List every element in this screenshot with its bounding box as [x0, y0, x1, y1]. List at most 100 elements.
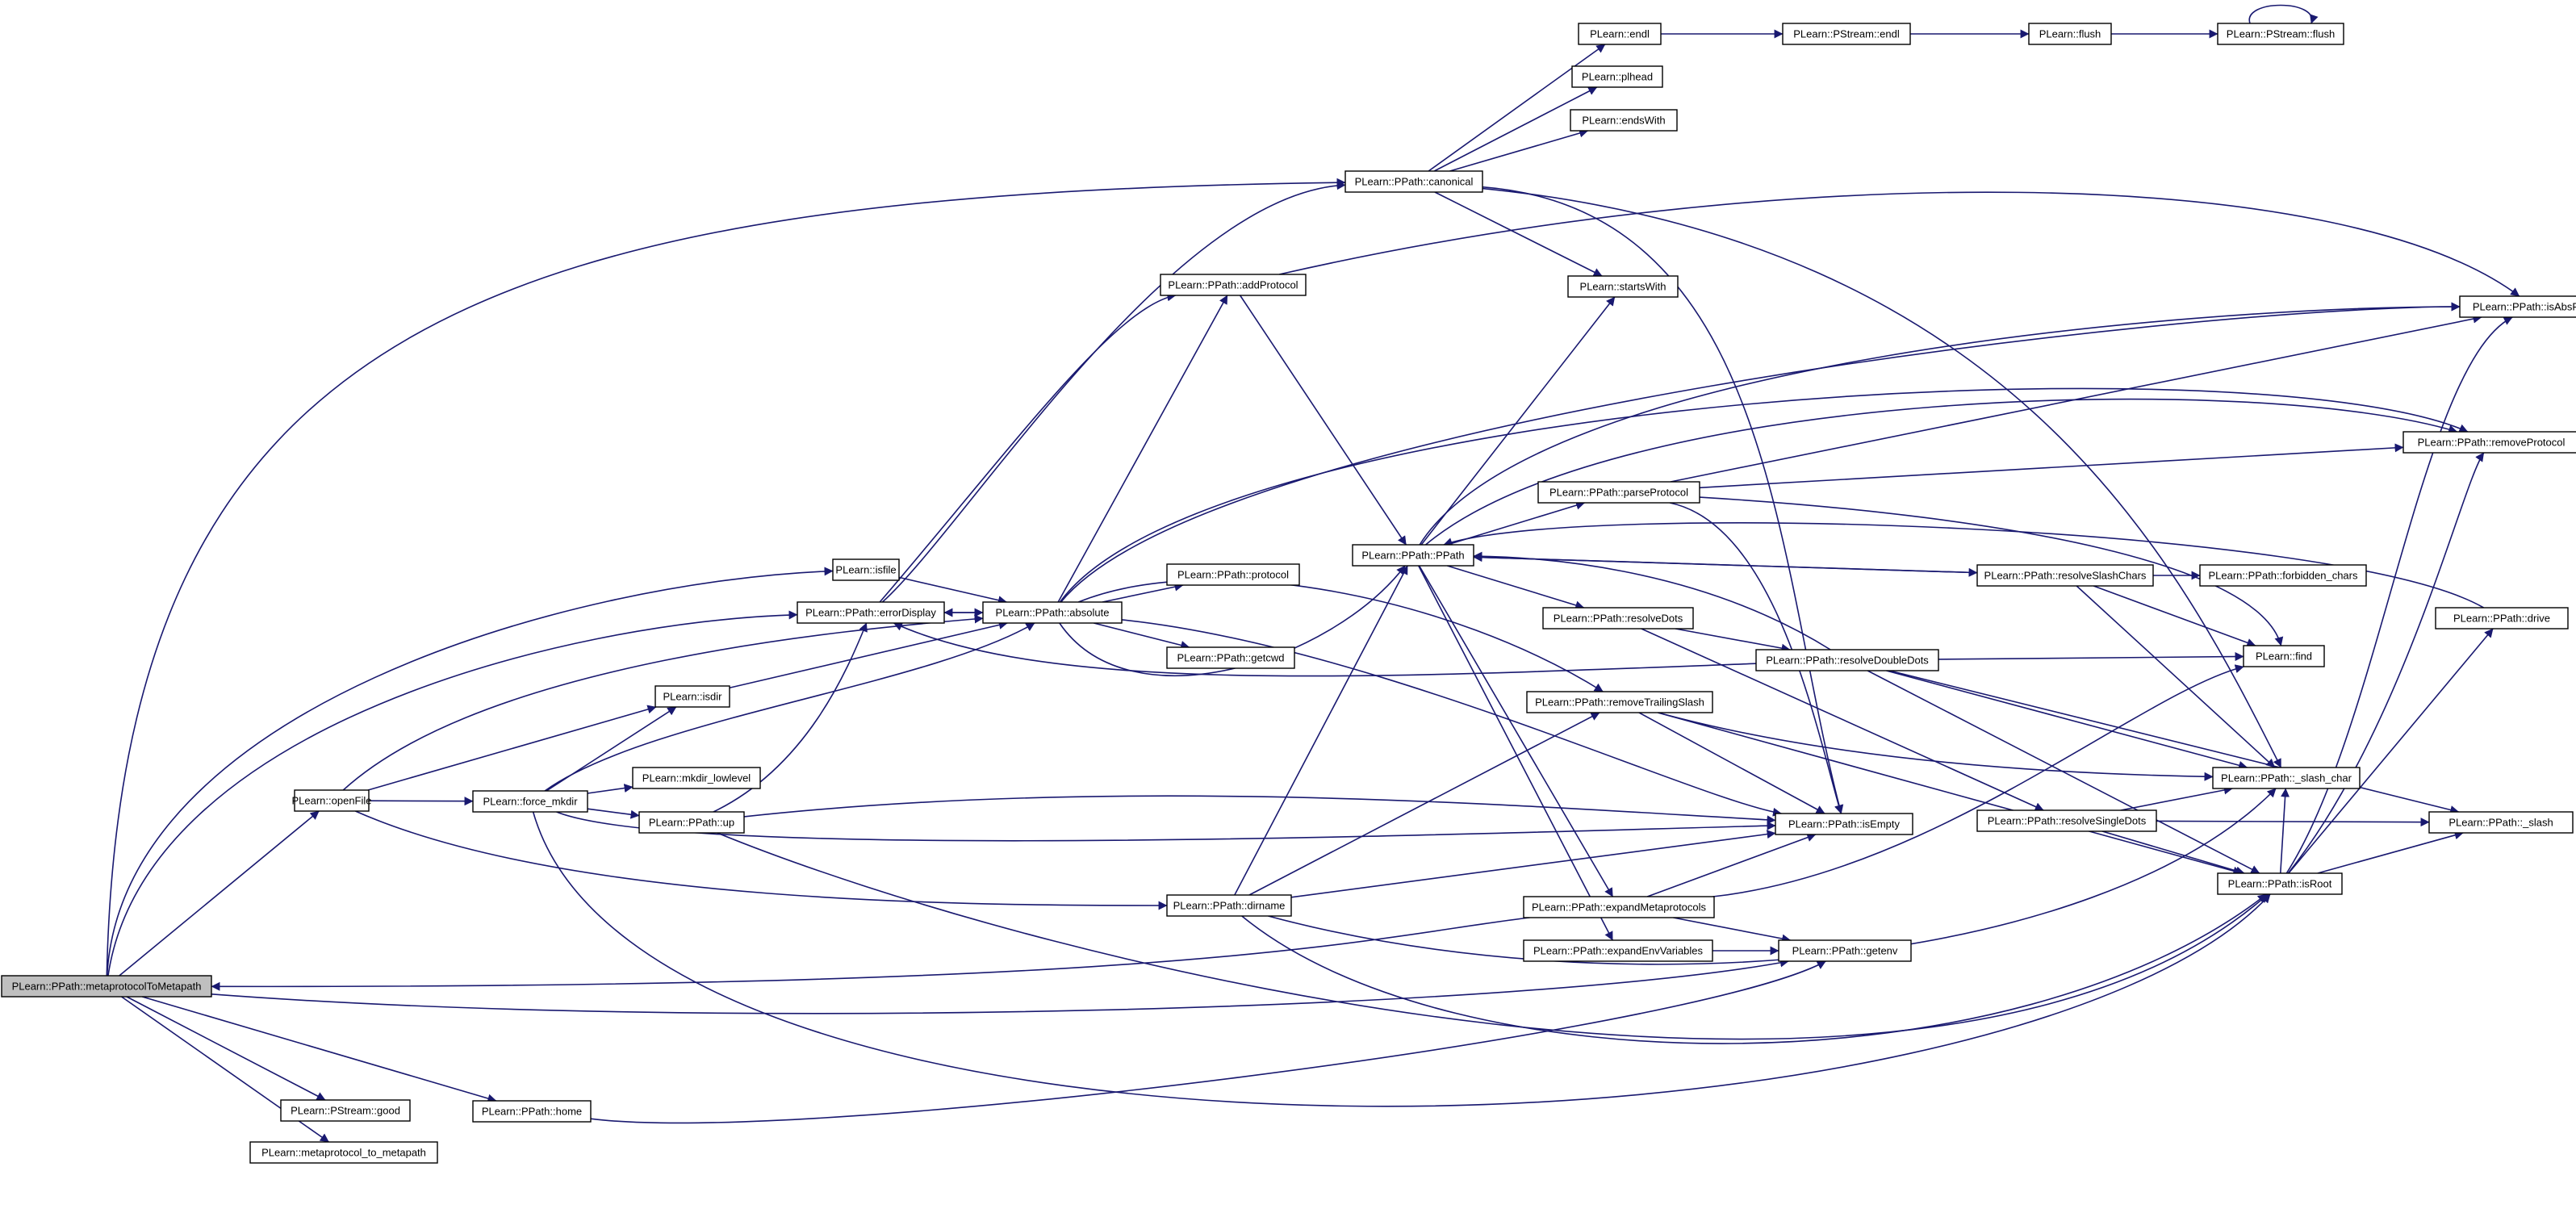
node-isdir[interactable]: PLearn::isdir — [654, 685, 730, 708]
node-box — [294, 789, 370, 812]
node-box — [2217, 872, 2343, 895]
node-label: PLearn::PPath::removeTrailingSlash — [1535, 696, 1704, 709]
node-metaprotocoltometapath[interactable]: PLearn::PPath::metaprotocolToMetapath — [1, 975, 212, 998]
node-label: PLearn::PPath::expandEnvVariables — [1533, 945, 1704, 957]
call-edge — [1057, 295, 1228, 603]
node-getenv[interactable]: PLearn::PPath::getenv — [1778, 939, 1912, 962]
call-edge — [2093, 585, 2256, 647]
call-edge — [211, 958, 1789, 1014]
node-isabspath[interactable]: PLearn::PPath::isAbsPath — [2459, 295, 2576, 318]
node-resolvesingledots[interactable]: PLearn::PPath::resolveSingleDots — [1976, 809, 2157, 832]
node-removetrailingslash[interactable]: PLearn::PPath::removeTrailingSlash — [1526, 691, 1713, 713]
call-edge — [1669, 502, 1843, 814]
call-edge — [1699, 443, 2404, 489]
call-edge — [1473, 551, 1831, 650]
call-edge — [893, 622, 1757, 677]
call-edge — [1699, 496, 2284, 646]
node-expandenvvariables[interactable]: PLearn::PPath::expandEnvVariables — [1523, 939, 1713, 962]
call-edge — [1420, 296, 1616, 546]
node-dirname[interactable]: PLearn::PPath::dirname — [1166, 894, 1292, 917]
node-getcwd[interactable]: PLearn::PPath::getcwd — [1166, 646, 1295, 669]
call-edge — [713, 622, 868, 813]
node-startswith[interactable]: PLearn::startsWith — [1567, 275, 1679, 298]
call-edge — [1473, 553, 1978, 574]
node-box — [280, 1099, 411, 1122]
node-label: PLearn::endl — [1590, 28, 1650, 40]
node-label: PLearn::PPath::metaprotocolToMetapath — [12, 981, 202, 993]
node-isempty[interactable]: PLearn::PPath::isEmpty — [1775, 813, 1913, 835]
node-label: PLearn::PPath::isAbsPath — [2473, 301, 2576, 313]
node-openfile[interactable]: PLearn::openFile — [291, 789, 372, 812]
call-edge — [881, 181, 1346, 603]
node-drive[interactable]: PLearn::PPath::drive — [2435, 607, 2569, 630]
node-parseprotocol[interactable]: PLearn::PPath::parseProtocol — [1537, 481, 1700, 504]
call-edge — [1094, 622, 1190, 650]
call-edge — [1638, 712, 1825, 814]
node-resolvedoubledots[interactable]: PLearn::PPath::resolveDoubleDots — [1755, 649, 1939, 671]
node-flush[interactable]: PLearn::flush — [2028, 23, 2112, 45]
node-endl[interactable]: PLearn::endl — [1578, 23, 1662, 45]
node-box — [2435, 607, 2569, 630]
node-label: PLearn::isdir — [663, 691, 723, 703]
node-expandmetaprotocols[interactable]: PLearn::PPath::expandMetaprotocols — [1523, 896, 1715, 918]
node-label: PLearn::PPath::_slash_char — [2221, 772, 2352, 784]
node-resolveslashchars[interactable]: PLearn::PPath::resolveSlashChars — [1976, 564, 2154, 587]
node-box — [1523, 896, 1715, 918]
node-box — [1755, 649, 1939, 671]
node-slash-char[interactable]: PLearn::PPath::_slash_char — [2212, 767, 2361, 789]
call-edge — [1646, 833, 1817, 897]
call-edge — [119, 810, 320, 977]
node-errordisplay[interactable]: PLearn::PPath::errorDisplay — [797, 601, 945, 624]
node-label: PLearn::PStream::flush — [2227, 28, 2335, 40]
node-absolute[interactable]: PLearn::PPath::absolute — [982, 601, 1123, 624]
call-edge — [2120, 785, 2233, 811]
node-box — [249, 1141, 438, 1164]
node-label: PLearn::PPath::getcwd — [1177, 652, 1285, 664]
call-edge — [1418, 565, 1614, 897]
node-label: PLearn::PPath::errorDisplay — [805, 607, 936, 619]
call-edge — [1239, 295, 1407, 546]
node-box — [632, 767, 761, 789]
node-removeprotocol[interactable]: PLearn::PPath::removeProtocol — [2402, 431, 2576, 454]
node-good[interactable]: PLearn::PStream::good — [280, 1099, 411, 1122]
node-resolvedots[interactable]: PLearn::PPath::resolveDots — [1542, 607, 1694, 630]
node-up[interactable]: PLearn::PPath::up — [638, 811, 745, 834]
node-box — [1526, 691, 1713, 713]
node-slash[interactable]: PLearn::PPath::_slash — [2428, 811, 2574, 834]
node-label: PLearn::endsWith — [1582, 115, 1665, 127]
call-edge — [1434, 191, 1603, 277]
node-force-mkdir[interactable]: PLearn::force_mkdir — [472, 790, 588, 813]
call-edge — [2076, 585, 2276, 768]
function-nodes: PLearn::PPath::metaprotocolToMetapathPLe… — [1, 23, 2576, 1164]
node-find[interactable]: PLearn::find — [2243, 645, 2325, 667]
node-metaprotocol-to-metapath[interactable]: PLearn::metaprotocol_to_metapath — [249, 1141, 438, 1164]
node-isroot[interactable]: PLearn::PPath::isRoot — [2217, 872, 2343, 895]
node-endswith[interactable]: PLearn::endsWith — [1570, 109, 1678, 132]
node-plhead[interactable]: PLearn::plhead — [1571, 65, 1663, 88]
call-edge — [367, 705, 657, 791]
call-edge — [1428, 44, 1606, 172]
call-edge — [1234, 565, 1408, 896]
call-edge — [587, 808, 640, 819]
call-edge — [1248, 712, 1600, 896]
node-isfile[interactable]: PLearn::isfile — [832, 558, 900, 581]
call-edge — [342, 614, 984, 791]
node-home[interactable]: PLearn::PPath::home — [472, 1100, 592, 1123]
node-box — [1570, 109, 1678, 132]
node-addprotocol[interactable]: PLearn::PPath::addProtocol — [1160, 274, 1307, 296]
node-mkdir-lowlevel[interactable]: PLearn::mkdir_lowlevel — [632, 767, 761, 789]
node-label: PLearn::find — [2256, 650, 2312, 663]
node-ppath[interactable]: PLearn::PPath::PPath — [1352, 544, 1474, 567]
node-box — [1, 975, 212, 998]
node-pstream-flush[interactable]: PLearn::PStream::flush — [2217, 23, 2344, 45]
node-label: PLearn::PPath::removeProtocol — [2418, 437, 2566, 449]
node-protocol[interactable]: PLearn::PPath::protocol — [1166, 563, 1300, 586]
call-edge — [1443, 522, 2484, 609]
node-canonical[interactable]: PLearn::PPath::canonical — [1344, 170, 1483, 193]
node-pstream-endl[interactable]: PLearn::PStream::endl — [1782, 23, 1911, 45]
node-forbidden-chars[interactable]: PLearn::PPath::forbidden_chars — [2199, 564, 2367, 587]
call-edge — [729, 621, 1008, 689]
call-edge — [1077, 579, 1604, 692]
call-edge — [1447, 565, 1585, 610]
